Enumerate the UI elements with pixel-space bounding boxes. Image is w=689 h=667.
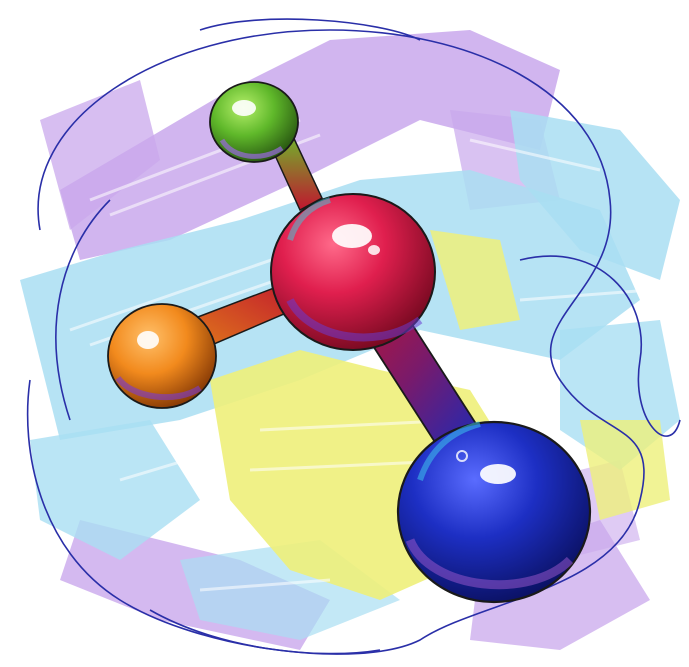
swirl-lines bbox=[26, 18, 681, 655]
green-atom-icon bbox=[209, 81, 299, 163]
blue-atom-icon bbox=[396, 420, 592, 604]
red-atom-icon bbox=[270, 193, 436, 351]
orange-atom-icon bbox=[107, 303, 217, 409]
